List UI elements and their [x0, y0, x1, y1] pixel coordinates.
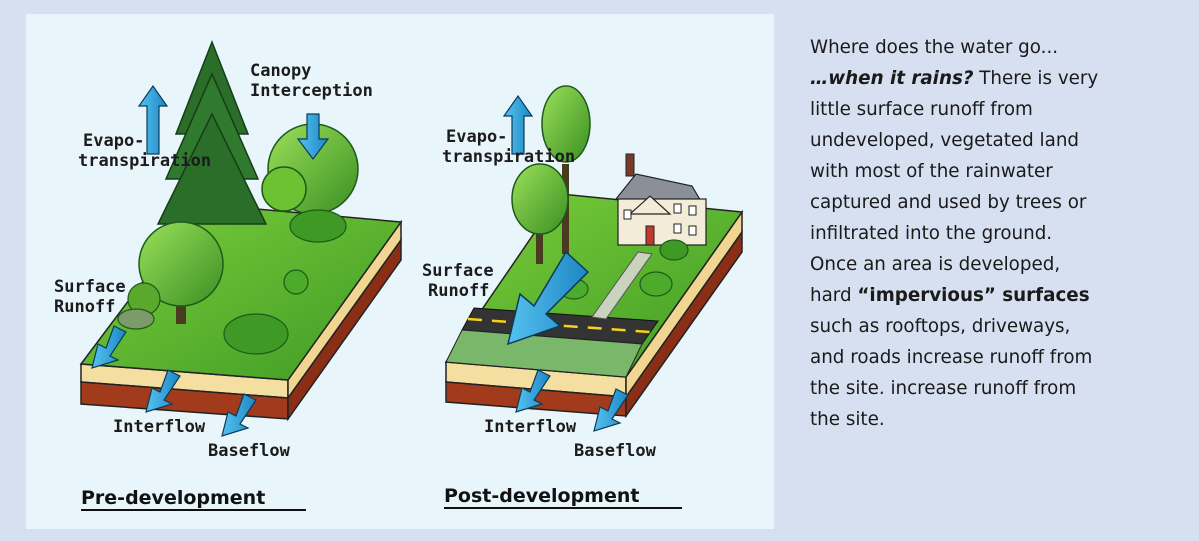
post-shrub — [659, 239, 689, 261]
pre-development-block: Canopy Interception Evapo- transpiration… — [54, 39, 403, 511]
pre-shrub — [289, 209, 347, 243]
text-span: hard — [810, 285, 858, 306]
post-evapo-label-1: Evapo- — [446, 127, 507, 147]
pre-canopy-interception-arrow — [296, 113, 330, 160]
question-emphasis: …when it rains? — [810, 68, 974, 89]
text-line: the site. — [810, 409, 885, 430]
pre-baseflow-label: Baseflow — [208, 441, 291, 461]
pre-development-caption: Pre-development — [81, 487, 265, 509]
pre-evapotranspiration-arrow — [137, 84, 169, 155]
text-line: infiltrated into the ground. — [810, 223, 1053, 244]
description-text: Where does the water go... …when it rain… — [810, 32, 1190, 435]
pre-canopy-label-2: Interception — [250, 81, 373, 101]
pre-conifer-tree — [156, 39, 268, 225]
pre-surface-runoff-arrow — [91, 325, 127, 369]
impervious-emphasis: “impervious” surfaces — [857, 285, 1090, 306]
post-tree-short — [511, 163, 569, 264]
pre-canopy-label-1: Canopy — [250, 61, 311, 81]
text-line: the site. increase runoff from — [810, 378, 1077, 399]
pre-baseflow-arrow — [221, 393, 257, 437]
post-shrub — [639, 271, 673, 297]
pre-interflow-label: Interflow — [113, 417, 206, 437]
diagram-svg: Canopy Interception Evapo- transpiration… — [54, 39, 744, 511]
pre-evapo-label-1: Evapo- — [83, 131, 144, 151]
text-line: undeveloped, vegetated land — [810, 130, 1080, 151]
post-soil-side-bottom — [625, 229, 743, 419]
pre-deciduous-tree-left — [127, 221, 224, 324]
pre-evapo-label-2: transpiration — [78, 151, 211, 171]
post-baseflow-label: Baseflow — [574, 441, 657, 461]
post-evapo-label-2: transpiration — [442, 147, 575, 167]
post-interflow-label: Interflow — [484, 417, 577, 437]
pre-shrub — [283, 269, 309, 295]
pre-deciduous-tree-right — [261, 123, 359, 229]
text-line: with most of the rainwater — [810, 161, 1053, 182]
pre-shrub — [117, 308, 155, 330]
text-line: Once an area is developed, — [810, 254, 1061, 275]
text-line: little surface runoff from — [810, 99, 1033, 120]
post-surface-label-2: Runoff — [428, 281, 489, 301]
pre-surface-label-1: Surface — [54, 277, 126, 297]
pre-interflow-arrow — [145, 369, 181, 413]
pre-shrub — [223, 313, 289, 355]
text-line: …when it rains? There is very — [810, 63, 1190, 94]
post-driveway — [591, 251, 653, 320]
post-evapotranspiration-arrow — [502, 94, 534, 155]
runoff-diagram: Canopy Interception Evapo- transpiration… — [26, 14, 774, 529]
post-road-centerline — [467, 317, 651, 334]
text-span: There is very — [973, 68, 1099, 89]
text-line: captured and used by trees or — [810, 192, 1087, 213]
house — [614, 153, 708, 246]
text-line: and roads increase runoff from — [810, 347, 1093, 368]
post-paved-strip — [445, 329, 643, 378]
text-line: such as rooftops, driveways, — [810, 316, 1071, 337]
text-line: hard “impervious” surfaces — [810, 280, 1190, 311]
post-baseflow-arrow — [593, 388, 629, 432]
text-line: Where does the water go... — [810, 37, 1059, 58]
post-development-caption: Post-development — [444, 485, 639, 507]
post-surface-label-1: Surface — [422, 261, 494, 281]
post-surface-runoff-arrow — [506, 250, 590, 346]
post-interflow-arrow — [515, 369, 551, 413]
post-development-block: Evapo- transpiration Surface Runoff Inte… — [422, 85, 744, 509]
pre-soil-side-bottom — [287, 237, 402, 422]
pre-surface-label-2: Runoff — [54, 297, 115, 317]
